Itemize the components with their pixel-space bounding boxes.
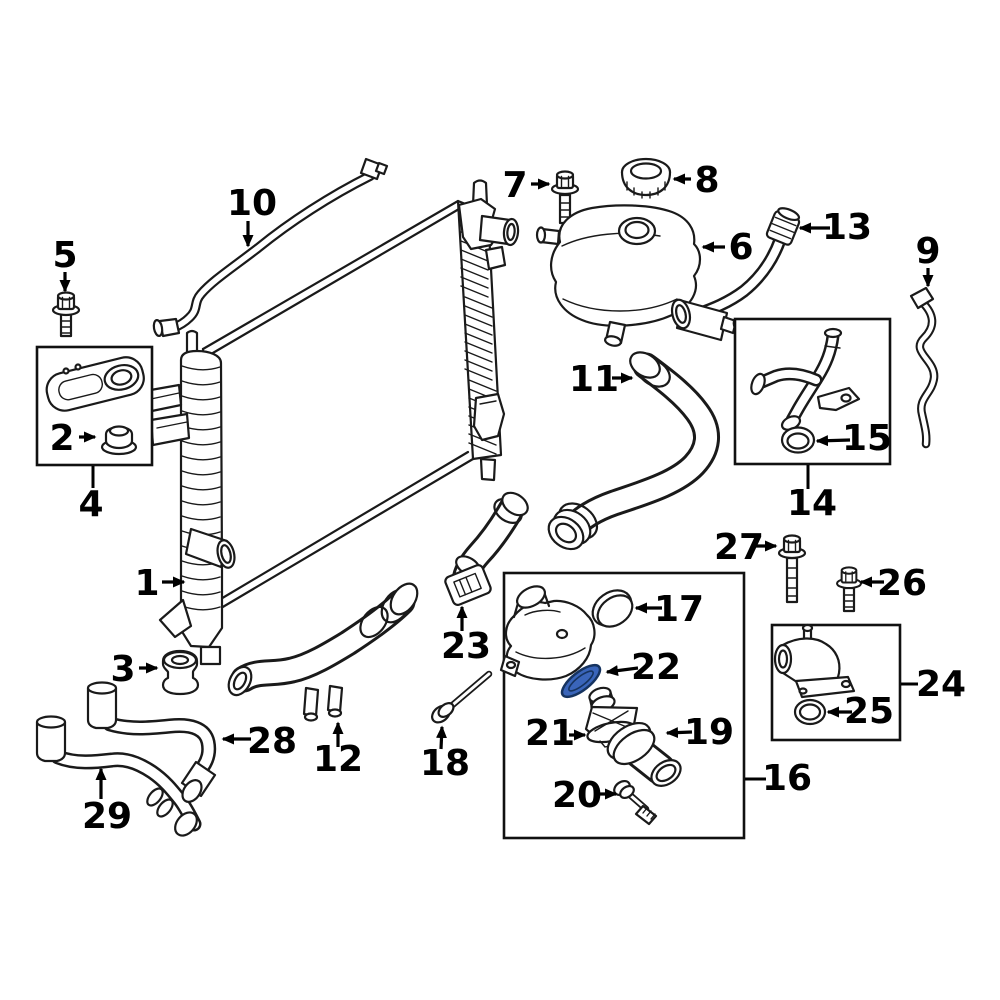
o-ring-17-drawing [591, 589, 634, 628]
callout-21: 21 [525, 713, 575, 754]
callout-16: 16 [762, 758, 812, 799]
vent-hose-9-drawing [909, 286, 939, 449]
heater-hose-28-drawing [86, 681, 217, 803]
water-outlet-kit-box-24 [770, 623, 902, 742]
radiator-bottom-stub [199, 645, 222, 666]
callout-7: 7 [502, 165, 527, 206]
callout-8: 8 [694, 160, 719, 201]
seal-22-ellipse [560, 663, 602, 699]
thermostat-seal-22-highlight [560, 663, 602, 699]
bypass-pipe-box-14 [733, 317, 892, 466]
callout-28: 28 [247, 721, 297, 762]
callout-23: 23 [441, 626, 491, 667]
connector-elbow-23-drawing [444, 491, 529, 606]
callout-arrows [59, 173, 934, 800]
callout-15: 15 [842, 418, 892, 459]
grommet-3-drawing [161, 649, 200, 696]
callout-9: 9 [915, 231, 940, 272]
reservoir-cap-8-drawing [620, 157, 672, 199]
bolt-27-drawing [777, 534, 807, 604]
thermostat-kit-box-16 [499, 571, 746, 840]
callout-26: 26 [877, 563, 927, 604]
callout-29: 29 [82, 796, 132, 837]
callout-19: 19 [684, 712, 734, 753]
upper-radiator-hose-11-drawing [547, 351, 720, 551]
lower-radiator-hose-12-drawing [227, 582, 419, 722]
bolt-18-drawing [431, 670, 493, 724]
o-ring-15-drawing [780, 426, 816, 454]
callout-18: 18 [420, 743, 470, 784]
radiator-left-tank [179, 349, 224, 649]
callout-1: 1 [134, 563, 159, 604]
heater-hose-29-drawing [35, 715, 202, 837]
bolt-5-drawing [51, 291, 81, 338]
water-outlet-19-drawing [606, 721, 682, 787]
grommet-2-drawing [100, 425, 138, 456]
callout-14: 14 [787, 483, 837, 524]
callout-20: 20 [552, 775, 602, 816]
bolt-26-drawing [836, 566, 862, 613]
callout-12: 12 [313, 739, 363, 780]
callout-10: 10 [227, 183, 277, 224]
callout-labels: 1 2 3 4 5 6 7 8 9 10 11 12 13 14 15 16 1… [49, 160, 966, 837]
callout-24: 24 [916, 664, 966, 705]
callout-13: 13 [822, 207, 872, 248]
callout-22: 22 [631, 647, 681, 688]
o-ring-25-drawing [793, 698, 827, 726]
callout-11: 11 [569, 359, 619, 400]
callout-27: 27 [714, 527, 764, 568]
callout-5: 5 [52, 235, 77, 276]
callout-4: 4 [78, 484, 103, 525]
callout-25: 25 [844, 691, 894, 732]
overflow-hose-10-drawing [152, 157, 389, 338]
bracket-kit-box [35, 345, 154, 467]
radiator-drawing [143, 179, 520, 666]
callout-3: 3 [110, 649, 135, 690]
callout-17: 17 [654, 589, 704, 630]
coolant-reservoir-6-drawing [535, 204, 702, 347]
callout-6: 6 [728, 227, 753, 268]
reservoir-hose-13-drawing [670, 207, 801, 342]
callout-2: 2 [49, 418, 74, 459]
radiator-top-pin [471, 179, 489, 207]
